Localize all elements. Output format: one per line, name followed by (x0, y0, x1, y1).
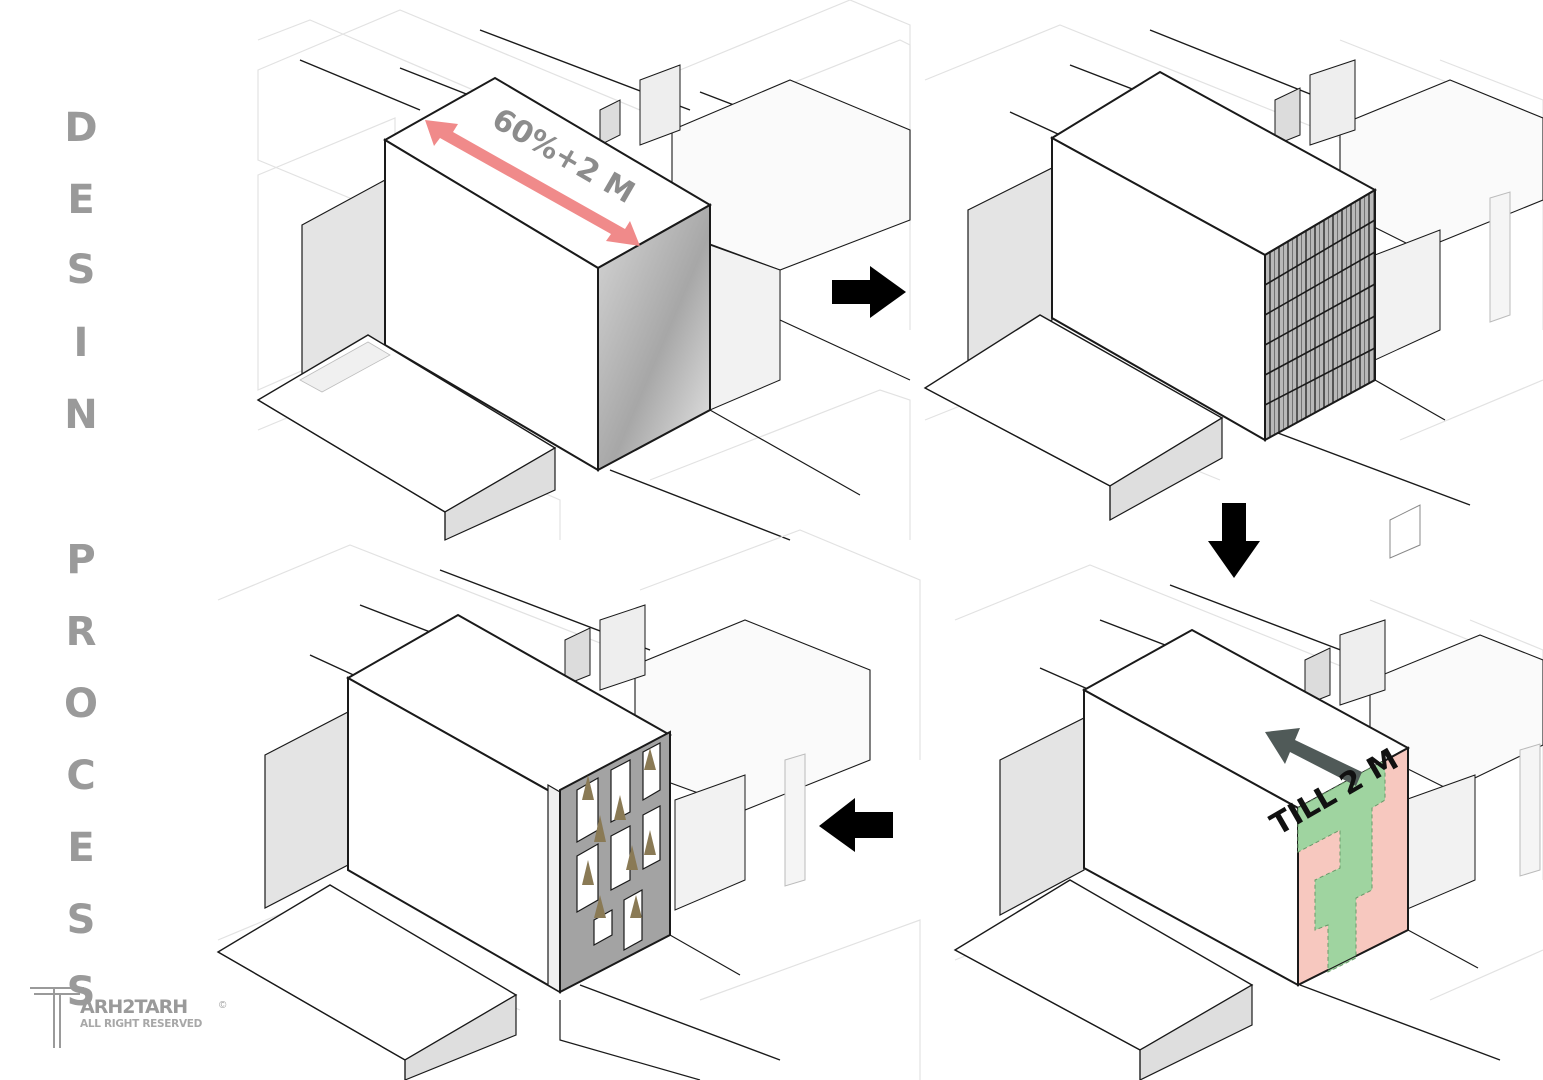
title-letter: E (67, 825, 95, 871)
logo-mark-icon (30, 987, 84, 1048)
title-letter: N (64, 392, 98, 438)
panel-step-1: 60%+2 M (256, 0, 911, 541)
flow-arrow-right (832, 266, 906, 318)
title-letter: C (66, 753, 96, 799)
dimension-arrow (425, 120, 640, 246)
flow-arrow-left (819, 798, 893, 852)
panel-step-3: TILL 2 M (953, 564, 1543, 1080)
title-letter: S (66, 969, 96, 1015)
brand-logo: ARH2TARH ALL RIGHT RESERVED © (28, 982, 243, 1054)
facade-floor-lines (1264, 219, 1376, 406)
setback-arrow (1265, 728, 1362, 786)
title-letter: S (66, 897, 96, 943)
tree-icon (582, 748, 656, 918)
title-letter: E (67, 177, 95, 223)
title-letter: O (63, 681, 99, 727)
title-letter: D (64, 105, 98, 151)
logo-brand-text: ARH2TARH (80, 996, 188, 1018)
flow-arrow-down (1208, 503, 1260, 578)
copyright-icon: © (219, 1000, 227, 1011)
vertical-title: D E S I N P R O C E S S (0, 0, 170, 1080)
panel-step-4 (216, 529, 921, 1080)
title-letter: S (66, 247, 96, 293)
title-letter: P (66, 537, 96, 583)
panel-step-2 (923, 24, 1543, 559)
logo-rights-text: ALL RIGHT RESERVED (80, 1018, 203, 1030)
title-letter: R (65, 609, 97, 655)
title-letter: I (73, 320, 89, 366)
green-cut-zone (1297, 759, 1386, 973)
